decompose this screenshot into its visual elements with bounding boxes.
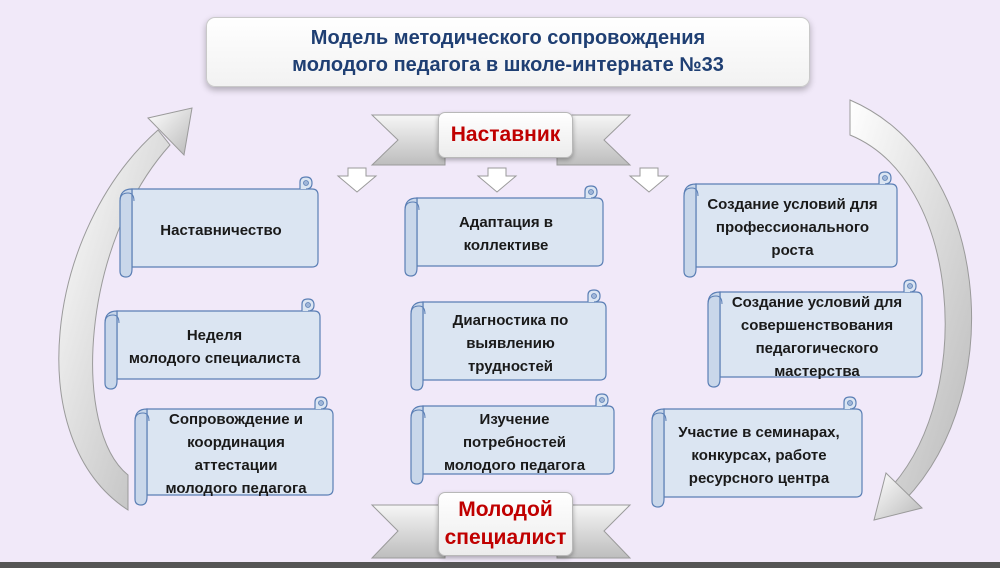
scroll-shape xyxy=(104,298,321,390)
scroll-text: Создание условий для профессионального р… xyxy=(707,196,878,259)
scroll-shape xyxy=(410,393,615,485)
left-cycle-arrow xyxy=(58,107,193,511)
scroll-shape xyxy=(683,171,898,278)
mentor-label: Наставник xyxy=(438,112,573,158)
right-cycle-arrow xyxy=(849,99,973,521)
scroll-shape xyxy=(707,279,923,388)
scroll-adaptation: Адаптация в коллективе xyxy=(403,185,604,277)
diagram-title: Модель методического сопровождения молод… xyxy=(206,17,810,87)
scroll-text: Участие в семинарах, конкурсах, работе р… xyxy=(678,423,840,487)
scroll-attestation-support: Сопровождение и координация аттестации м… xyxy=(133,396,334,506)
scroll-needs-study: Изучение потребностей молодого педагога xyxy=(409,393,615,485)
title-line-1: Модель методического сопровождения xyxy=(310,27,706,49)
scroll-shape xyxy=(119,176,319,278)
scroll-shape xyxy=(410,289,607,391)
down-arrow-right xyxy=(628,167,670,193)
down-arrow-left xyxy=(336,167,378,193)
scroll-shape xyxy=(134,396,334,506)
top-ribbon xyxy=(370,114,632,166)
scroll-text: Неделя молодого специалиста xyxy=(128,327,301,367)
down-arrow-center xyxy=(476,167,518,193)
scroll-text: Диагностика по выявлению трудностей xyxy=(452,311,569,375)
scroll-seminars: Участие в семинарах, конкурсах, работе р… xyxy=(650,396,863,508)
scroll-text: Адаптация в коллективе xyxy=(458,214,554,254)
title-line-2: молодого педагога в школе-интернате №33 xyxy=(292,54,724,76)
scroll-young-specialist-week: Неделя молодого специалиста xyxy=(103,298,321,390)
young-specialist-label: Молодой специалист xyxy=(438,492,573,556)
scroll-text: Изучение потребностей молодого педагога xyxy=(443,410,586,474)
scroll-shape xyxy=(651,396,863,508)
scroll-text: Сопровождение и координация аттестации м… xyxy=(165,411,307,497)
scroll-mastery: Создание условий для совершенствования п… xyxy=(706,279,923,388)
scroll-text: Наставничество xyxy=(160,221,282,239)
scroll-text: Создание условий для совершенствования п… xyxy=(731,293,903,380)
scroll-shape xyxy=(404,185,604,277)
scroll-mentorship: Наставничество xyxy=(118,176,319,278)
scroll-professional-growth: Создание условий для профессионального р… xyxy=(682,171,898,278)
bottom-edge xyxy=(0,562,1000,568)
scroll-diagnostics: Диагностика по выявлению трудностей xyxy=(409,289,607,391)
